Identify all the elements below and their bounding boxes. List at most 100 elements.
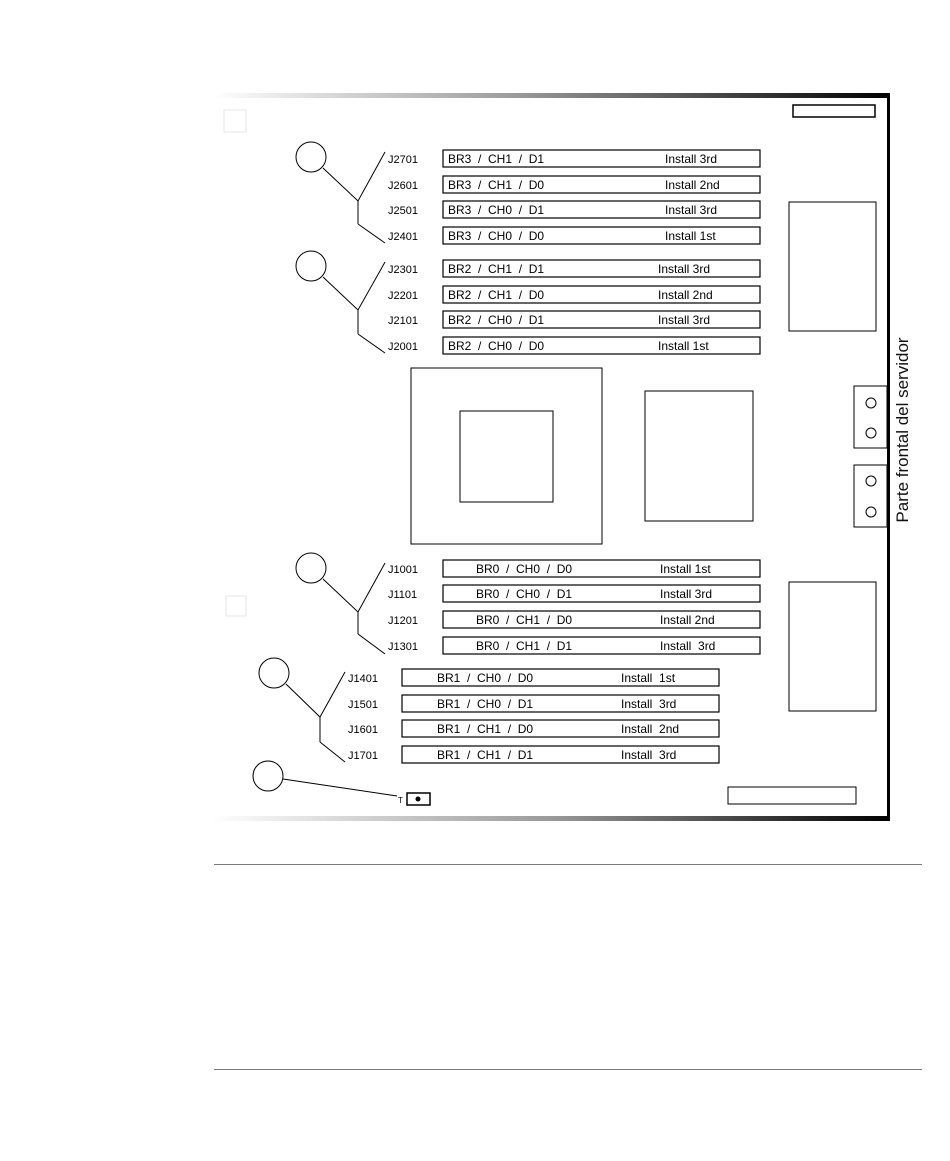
dimm-slot: J1601 BR1 / CH1 / D0 Install 2nd (348, 719, 720, 738)
slot-channel-label: BR2 / CH1 / D0 (448, 288, 544, 302)
slot-install-order: Install 3rd (621, 697, 676, 711)
dimm-slot: J2601 BR3 / CH1 / D0 Install 2nd (388, 175, 761, 194)
cpu-socket (410, 367, 603, 545)
slot-connector-label: J1101 (388, 589, 417, 601)
lower-right-component (788, 581, 877, 712)
callout-group-2 (295, 250, 386, 354)
slot-install-order: Install 3rd (658, 262, 710, 276)
callout-group-4 (258, 657, 346, 763)
slot-install-order: Install 2nd (658, 288, 713, 302)
dimm-slot: J1101 BR0 / CH0 / D1 Install 3rd (388, 584, 761, 603)
slot-channel-label: BR0 / CH1 / D1 (476, 639, 572, 653)
front-port-upper (853, 385, 888, 449)
slot-channel-label: BR2 / CH0 / D1 (448, 313, 544, 327)
dimm-slot-outline (401, 745, 720, 764)
slot-connector-label: J2401 (388, 231, 418, 243)
dimm-slot: J2701 BR3 / CH1 / D1 Install 3rd (388, 149, 761, 168)
slot-channel-label: BR2 / CH1 / D1 (448, 262, 544, 276)
slot-install-order: Install 3rd (665, 203, 717, 217)
slot-install-order: Install 3rd (660, 587, 712, 601)
slot-install-order: Install 1st (621, 671, 676, 685)
slot-channel-label: BR0 / CH0 / D1 (476, 587, 572, 601)
slot-install-order: Install 2nd (665, 178, 720, 192)
slot-install-order: Install 3rd (665, 152, 717, 166)
callout-group-3 (295, 552, 386, 655)
dimm-slot: J2001 BR2 / CH0 / D0 Install 1st (388, 336, 761, 355)
slot-channel-label: BR3 / CH0 / D1 (448, 203, 544, 217)
dimm-slot: J1201 BR0 / CH1 / D0 Install 2nd (388, 610, 761, 629)
slot-install-order: Install 2nd (660, 613, 715, 627)
slot-connector-label: J1201 (388, 615, 418, 627)
slot-connector-label: J2601 (388, 180, 418, 192)
slot-install-order: Install 3rd (660, 639, 715, 653)
dimm-slot: J2201 BR2 / CH1 / D0 Install 2nd (388, 285, 761, 304)
slot-channel-label: BR3 / CH1 / D1 (448, 152, 544, 166)
slot-connector-label: J2501 (388, 205, 418, 217)
slot-channel-label: BR0 / CH1 / D0 (476, 613, 572, 627)
dimm-slot-outline (401, 694, 720, 713)
callout-button (252, 760, 398, 797)
slot-channel-label: BR0 / CH0 / D0 (476, 562, 572, 576)
slot-connector-label: J2201 (388, 290, 418, 302)
dimm-slot: J2501 BR3 / CH0 / D1 Install 3rd (388, 200, 761, 219)
slot-connector-label: J2101 (388, 315, 418, 327)
dimm-slot-outline (401, 719, 720, 738)
dimm-slot-outline (442, 226, 761, 245)
slot-connector-label: J1001 (388, 564, 418, 576)
dimm-slot-outline (442, 200, 761, 219)
dimm-slot-outline (442, 336, 761, 355)
slot-connector-label: J1701 (348, 750, 378, 762)
slot-connector-label: J2301 (388, 264, 418, 276)
dimm-slot-outline (442, 584, 761, 603)
slot-connector-label: J2701 (388, 154, 418, 166)
slot-connector-label: J2001 (388, 341, 418, 353)
slot-channel-label: BR3 / CH1 / D0 (448, 178, 544, 192)
dimm-slot-outline (442, 559, 761, 578)
dimm-slot: J1501 BR1 / CH0 / D1 Install 3rd (348, 694, 720, 713)
dimm-slot: J1701 BR1 / CH1 / D1 Install 3rd (348, 745, 720, 764)
dimm-slot: J1001 BR0 / CH0 / D0 Install 1st (388, 559, 761, 578)
dimm-slot-outline (442, 310, 761, 329)
board-outline (212, 93, 890, 821)
slot-channel-label: BR1 / CH1 / D0 (437, 722, 533, 736)
dimm-slot-outline (442, 285, 761, 304)
dimm-slot: J2301 BR2 / CH1 / D1 Install 3rd (388, 259, 761, 278)
top-rule (214, 864, 922, 865)
bottom-rule (214, 1069, 922, 1070)
dimm-slot: J2101 BR2 / CH0 / D1 Install 3rd (388, 310, 761, 329)
dimm-slot-outline (442, 149, 761, 168)
dimm-slot-outline (401, 668, 720, 687)
slot-install-order: Install 1st (660, 562, 711, 576)
dimm-slot-outline (442, 175, 761, 194)
bottom-right-label-box (727, 786, 857, 805)
dimm-slot: J1301 BR0 / CH1 / D1 Install 3rd (388, 636, 761, 655)
top-right-label-box (792, 104, 876, 118)
slot-channel-label: BR1 / CH1 / D1 (437, 748, 533, 762)
slot-channel-label: BR2 / CH0 / D0 (448, 339, 544, 353)
slot-connector-label: J1601 (348, 724, 378, 736)
upper-right-component (788, 201, 877, 332)
slot-install-order: Install 3rd (621, 748, 676, 762)
slot-connector-label: J1301 (388, 641, 418, 653)
slot-channel-label: BR3 / CH0 / D0 (448, 229, 544, 243)
slot-install-order: Install 1st (658, 339, 709, 353)
slot-channel-label: BR1 / CH0 / D1 (437, 697, 533, 711)
dimm-slot: J2401 BR3 / CH0 / D0 Install 1st (388, 226, 761, 245)
slot-install-order: Install 2nd (621, 722, 679, 736)
slot-install-order: Install 1st (665, 229, 716, 243)
dimm-slot-outline (442, 636, 761, 655)
slot-connector-label: J1501 (348, 699, 378, 711)
dimm-slot-outline (442, 610, 761, 629)
button-label: T (398, 796, 403, 805)
callout-group-1 (295, 141, 386, 244)
slot-install-order: Install 3rd (658, 313, 710, 327)
front-of-server-text: Parte frontal del servidor (893, 337, 912, 523)
reset-button: T (398, 792, 431, 806)
dimm-slot-outline (442, 259, 761, 278)
chipset (644, 390, 754, 522)
slot-connector-label: J1401 (348, 673, 378, 685)
front-port-lower (853, 464, 888, 528)
